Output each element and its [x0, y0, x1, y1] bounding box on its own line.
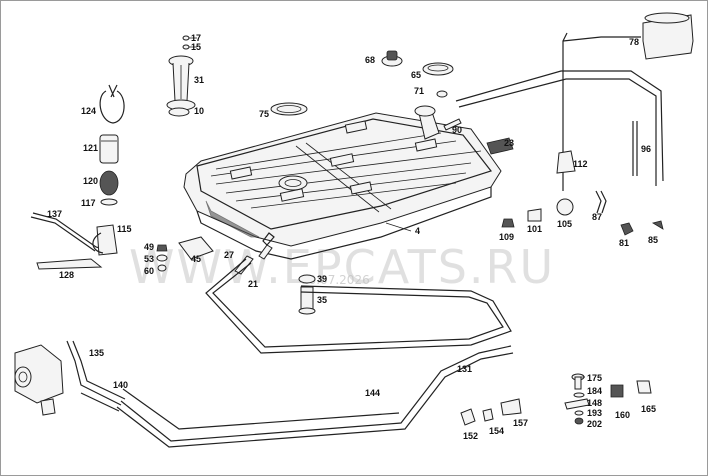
fuel-tank	[183, 105, 502, 260]
label-184: 184	[587, 386, 602, 396]
label-105: 105	[557, 219, 572, 229]
label-17: 17	[191, 33, 201, 43]
label-121: 121	[83, 143, 98, 153]
label-45: 45	[191, 254, 201, 264]
label-175: 175	[587, 373, 602, 383]
label-60: 60	[144, 266, 154, 276]
label-154: 154	[489, 426, 504, 436]
fuel-lines	[14, 212, 514, 448]
label-157: 157	[513, 418, 528, 428]
label-75: 75	[259, 109, 269, 119]
leader-lines	[189, 37, 585, 378]
label-23: 23	[504, 138, 514, 148]
label-49: 49	[144, 242, 154, 252]
label-39: 39	[317, 274, 327, 284]
part-labels: 17 15 31 10 124 121 120 117 137 115 128 …	[47, 33, 658, 441]
label-202: 202	[587, 419, 602, 429]
label-71: 71	[414, 86, 424, 96]
label-15: 15	[191, 42, 201, 52]
label-53: 53	[144, 254, 154, 264]
label-160: 160	[615, 410, 630, 420]
label-101: 101	[527, 224, 542, 234]
label-78: 78	[629, 37, 639, 47]
label-96: 96	[641, 144, 651, 154]
label-31: 31	[194, 75, 204, 85]
clips-and-bolts	[460, 373, 652, 426]
label-148: 148	[587, 398, 602, 408]
label-152: 152	[463, 431, 478, 441]
label-140: 140	[113, 380, 128, 390]
label-10: 10	[194, 106, 204, 116]
label-115: 115	[117, 224, 132, 234]
small-hardware	[486, 121, 664, 236]
fuel-level-sender	[166, 35, 196, 117]
label-193: 193	[587, 408, 602, 418]
label-165: 165	[641, 404, 656, 414]
watermark-date: 10.07.2026	[301, 273, 370, 287]
label-131: 131	[457, 364, 472, 374]
label-4: 4	[415, 226, 420, 236]
vent-pipes	[443, 12, 694, 191]
label-124: 124	[81, 106, 96, 116]
label-135: 135	[89, 348, 104, 358]
label-65: 65	[411, 70, 421, 80]
label-85: 85	[648, 235, 658, 245]
tank-seals	[270, 50, 454, 116]
label-137: 137	[47, 209, 62, 219]
label-81: 81	[619, 238, 629, 248]
label-90: 90	[452, 125, 462, 135]
label-117: 117	[81, 198, 96, 208]
label-35: 35	[317, 295, 327, 305]
label-87: 87	[592, 212, 602, 222]
label-144: 144	[365, 388, 380, 398]
label-112: 112	[573, 159, 588, 169]
pump-components	[99, 84, 125, 206]
label-120: 120	[83, 176, 98, 186]
label-21: 21	[248, 279, 258, 289]
label-27: 27	[224, 250, 234, 260]
label-68: 68	[365, 55, 375, 65]
label-128: 128	[59, 270, 74, 280]
label-109: 109	[499, 232, 514, 242]
